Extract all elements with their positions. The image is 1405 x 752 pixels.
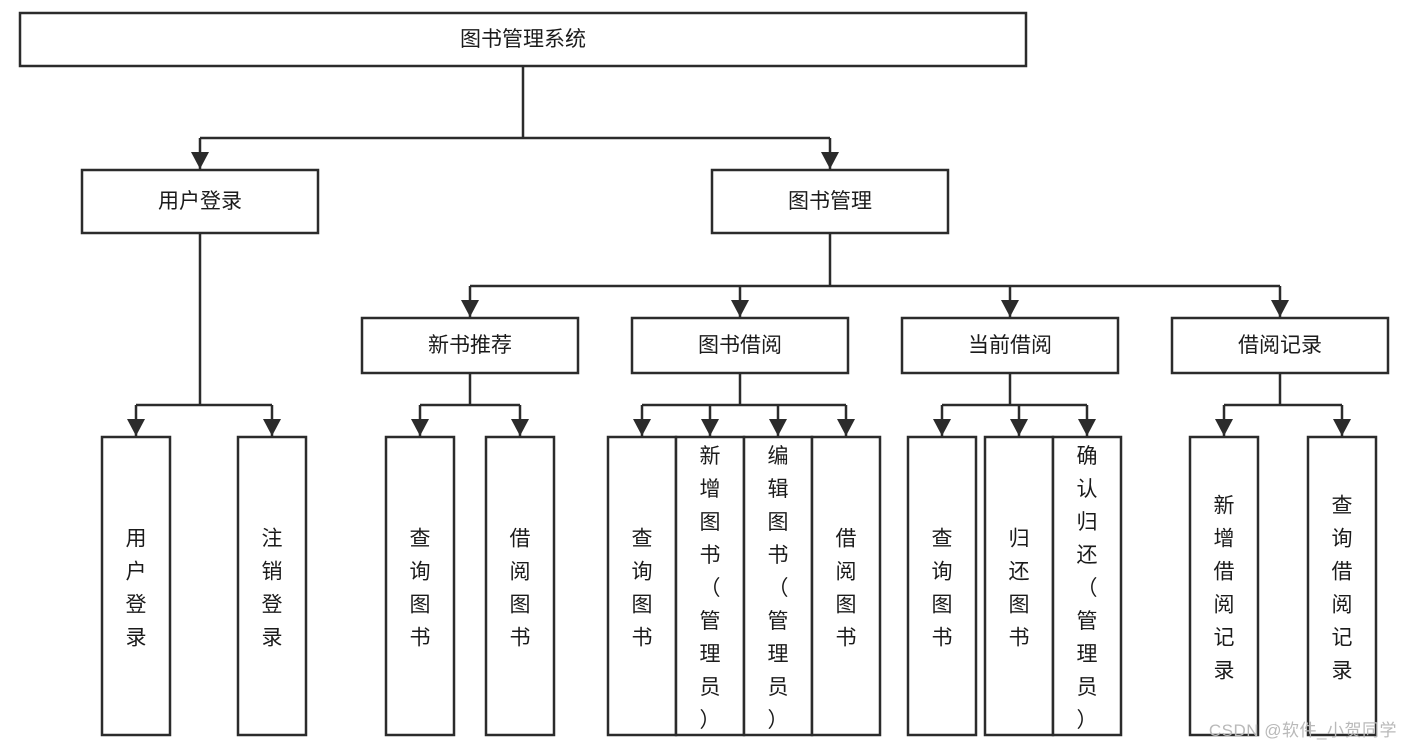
arrow-head-edge-bb-to-add [701, 419, 719, 436]
node-box-book-borrow [630, 316, 850, 375]
node-box-leaf-borrow-book-1 [484, 435, 556, 737]
node-label-leaf-borrow-book-1: 借阅图书 [510, 528, 531, 650]
node-leaf-query-record[interactable]: 查询借阅记录 [1306, 435, 1378, 737]
node-label-new-book-recommend: 新书推荐 [428, 334, 512, 357]
node-current-borrow[interactable]: 当前借阅 [900, 316, 1120, 375]
node-leaf-query-book-2[interactable]: 查询图书 [606, 435, 678, 737]
node-leaf-query-book-1[interactable]: 查询图书 [384, 435, 456, 737]
node-leaf-edit-book[interactable]: 编辑图书（管理员） [742, 435, 814, 737]
edge-group-root [191, 66, 839, 169]
node-box-leaf-query-record [1306, 435, 1378, 737]
node-box-leaf-borrow-book-2 [810, 435, 882, 737]
node-box-leaf-return-book [983, 435, 1055, 737]
arrow-head-edge-bb-to-query [633, 419, 651, 436]
node-box-leaf-query-book-1 [384, 435, 456, 737]
arrow-head-edge-cb-to-return [1010, 419, 1028, 436]
node-book-management[interactable]: 图书管理 [710, 168, 950, 235]
arrow-head-edge-br-to-add [1215, 419, 1233, 436]
node-leaf-borrow-book-2[interactable]: 借阅图书 [810, 435, 882, 737]
edge-group-new-book-recommend [411, 373, 529, 436]
node-box-borrow-record [1170, 316, 1390, 375]
node-label-leaf-query-book-2: 查询图书 [632, 528, 653, 650]
arrow-head-edge-ul-to-leaf-login [127, 419, 145, 436]
node-box-leaf-user-login [100, 435, 172, 737]
node-borrow-record[interactable]: 借阅记录 [1170, 316, 1390, 375]
node-label-root: 图书管理系统 [460, 28, 586, 51]
node-box-leaf-add-record [1188, 435, 1260, 737]
node-label-current-borrow: 当前借阅 [968, 334, 1052, 357]
node-box-leaf-query-book-3 [906, 435, 978, 737]
arrow-head-edge-bb-to-borrow [837, 419, 855, 436]
node-new-book-recommend[interactable]: 新书推荐 [360, 316, 580, 375]
node-label-borrow-record: 借阅记录 [1238, 334, 1322, 357]
arrow-head-edge-nb-to-query [411, 419, 429, 436]
node-box-new-book-recommend [360, 316, 580, 375]
arrow-head-edge-cb-to-confirm [1078, 419, 1096, 436]
node-leaf-return-book[interactable]: 归还图书 [983, 435, 1055, 737]
csdn-watermark: CSDN @软件_小贺同学 [1208, 721, 1397, 740]
edge-group-user-login [127, 233, 281, 436]
node-leaf-confirm-return[interactable]: 确认归还（管理员） [1051, 435, 1123, 737]
edge-group-book-management [461, 233, 1289, 317]
node-box-leaf-user-logout [236, 435, 308, 737]
node-label-leaf-query-book-3: 查询图书 [932, 528, 953, 650]
node-label-user-login: 用户登录 [158, 190, 242, 213]
arrow-head-edge-bm-to-borrow-record [1271, 300, 1289, 317]
node-label-leaf-query-record: 查询借阅记录 [1332, 495, 1353, 683]
node-leaf-user-login[interactable]: 用户登录 [100, 435, 172, 737]
node-label-book-borrow: 图书借阅 [698, 334, 782, 357]
node-label-book-management: 图书管理 [788, 190, 872, 213]
arrow-head-edge-ul-to-leaf-logout [263, 419, 281, 436]
node-box-root [18, 11, 1028, 68]
arrow-head-edge-bm-to-current-borrow [1001, 300, 1019, 317]
connector-layer [127, 66, 1351, 436]
node-label-leaf-query-book-1: 查询图书 [410, 528, 431, 650]
node-label-leaf-user-login: 用户登录 [126, 528, 147, 650]
arrow-head-edge-cb-to-query [933, 419, 951, 436]
node-leaf-borrow-book-1[interactable]: 借阅图书 [484, 435, 556, 737]
arrow-head-edge-nb-to-borrow [511, 419, 529, 436]
node-leaf-user-logout[interactable]: 注销登录 [236, 435, 308, 737]
arrow-head-edge-br-to-query [1333, 419, 1351, 436]
node-box-book-management [710, 168, 950, 235]
edge-group-current-borrow [933, 373, 1096, 436]
node-box-leaf-query-book-2 [606, 435, 678, 737]
node-label-leaf-edit-book: 编辑图书（管理员） [768, 445, 789, 732]
node-box-leaf-confirm-return [1051, 435, 1123, 737]
edge-group-book-borrow [633, 373, 855, 436]
node-leaf-add-record[interactable]: 新增借阅记录 [1188, 435, 1260, 737]
node-label-leaf-add-book: 新增图书（管理员） [700, 445, 721, 732]
arrow-head-edge-bb-to-edit [769, 419, 787, 436]
node-book-borrow[interactable]: 图书借阅 [630, 316, 850, 375]
node-box-leaf-add-book [674, 435, 746, 737]
node-label-leaf-add-record: 新增借阅记录 [1214, 495, 1235, 683]
node-box-current-borrow [900, 316, 1120, 375]
edge-group-borrow-record [1215, 373, 1351, 436]
node-label-leaf-return-book: 归还图书 [1009, 528, 1030, 650]
arrow-head-edge-root-to-user-login [191, 152, 209, 169]
node-box-user-login [80, 168, 320, 235]
node-user-login[interactable]: 用户登录 [80, 168, 320, 235]
node-label-leaf-user-logout: 注销登录 [262, 528, 283, 650]
node-label-leaf-borrow-book-2: 借阅图书 [836, 528, 857, 650]
arrow-head-edge-bm-to-book-borrow [731, 300, 749, 317]
arrow-head-edge-root-to-book-management [821, 152, 839, 169]
node-root[interactable]: 图书管理系统 [18, 11, 1028, 68]
node-leaf-query-book-3[interactable]: 查询图书 [906, 435, 978, 737]
node-layer: 图书管理系统用户登录图书管理新书推荐图书借阅当前借阅借阅记录用户登录注销登录查询… [18, 11, 1390, 737]
node-label-leaf-confirm-return: 确认归还（管理员） [1077, 445, 1098, 732]
arrow-head-edge-bm-to-new-book [461, 300, 479, 317]
node-leaf-add-book[interactable]: 新增图书（管理员） [674, 435, 746, 737]
